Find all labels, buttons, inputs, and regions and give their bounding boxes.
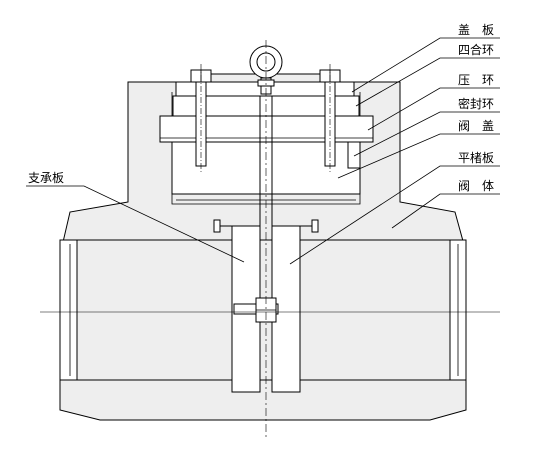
- leader-flat-gate: [289, 165, 500, 265]
- label-bonnet: 阀 盖: [458, 119, 494, 133]
- label-cover-plate: 盖 板: [458, 23, 494, 37]
- label-valve-body: 阀 体: [458, 179, 494, 193]
- label-support-plate: 支承板: [28, 171, 64, 185]
- gate-right-lug: [311, 219, 319, 233]
- leader-seal-ring: [353, 111, 500, 157]
- leader-support-plate: [26, 185, 245, 263]
- leader-pressure-ring: [367, 87, 500, 131]
- leader-bonnet: [337, 133, 500, 179]
- label-quad-ring: 四合环: [458, 42, 494, 57]
- label-seal-ring: 密封环: [458, 96, 494, 111]
- seal-ring-left: [347, 141, 361, 169]
- label-pressure-ring: 压 环: [458, 73, 494, 87]
- left-port-flange: [59, 239, 78, 381]
- label-flat-gate: 平楮板: [458, 150, 494, 165]
- leader-valve-body: [391, 193, 500, 229]
- gate-left-lug: [213, 219, 221, 233]
- leader-quad-ring: [355, 57, 500, 107]
- leader-cover-plate: [351, 37, 500, 93]
